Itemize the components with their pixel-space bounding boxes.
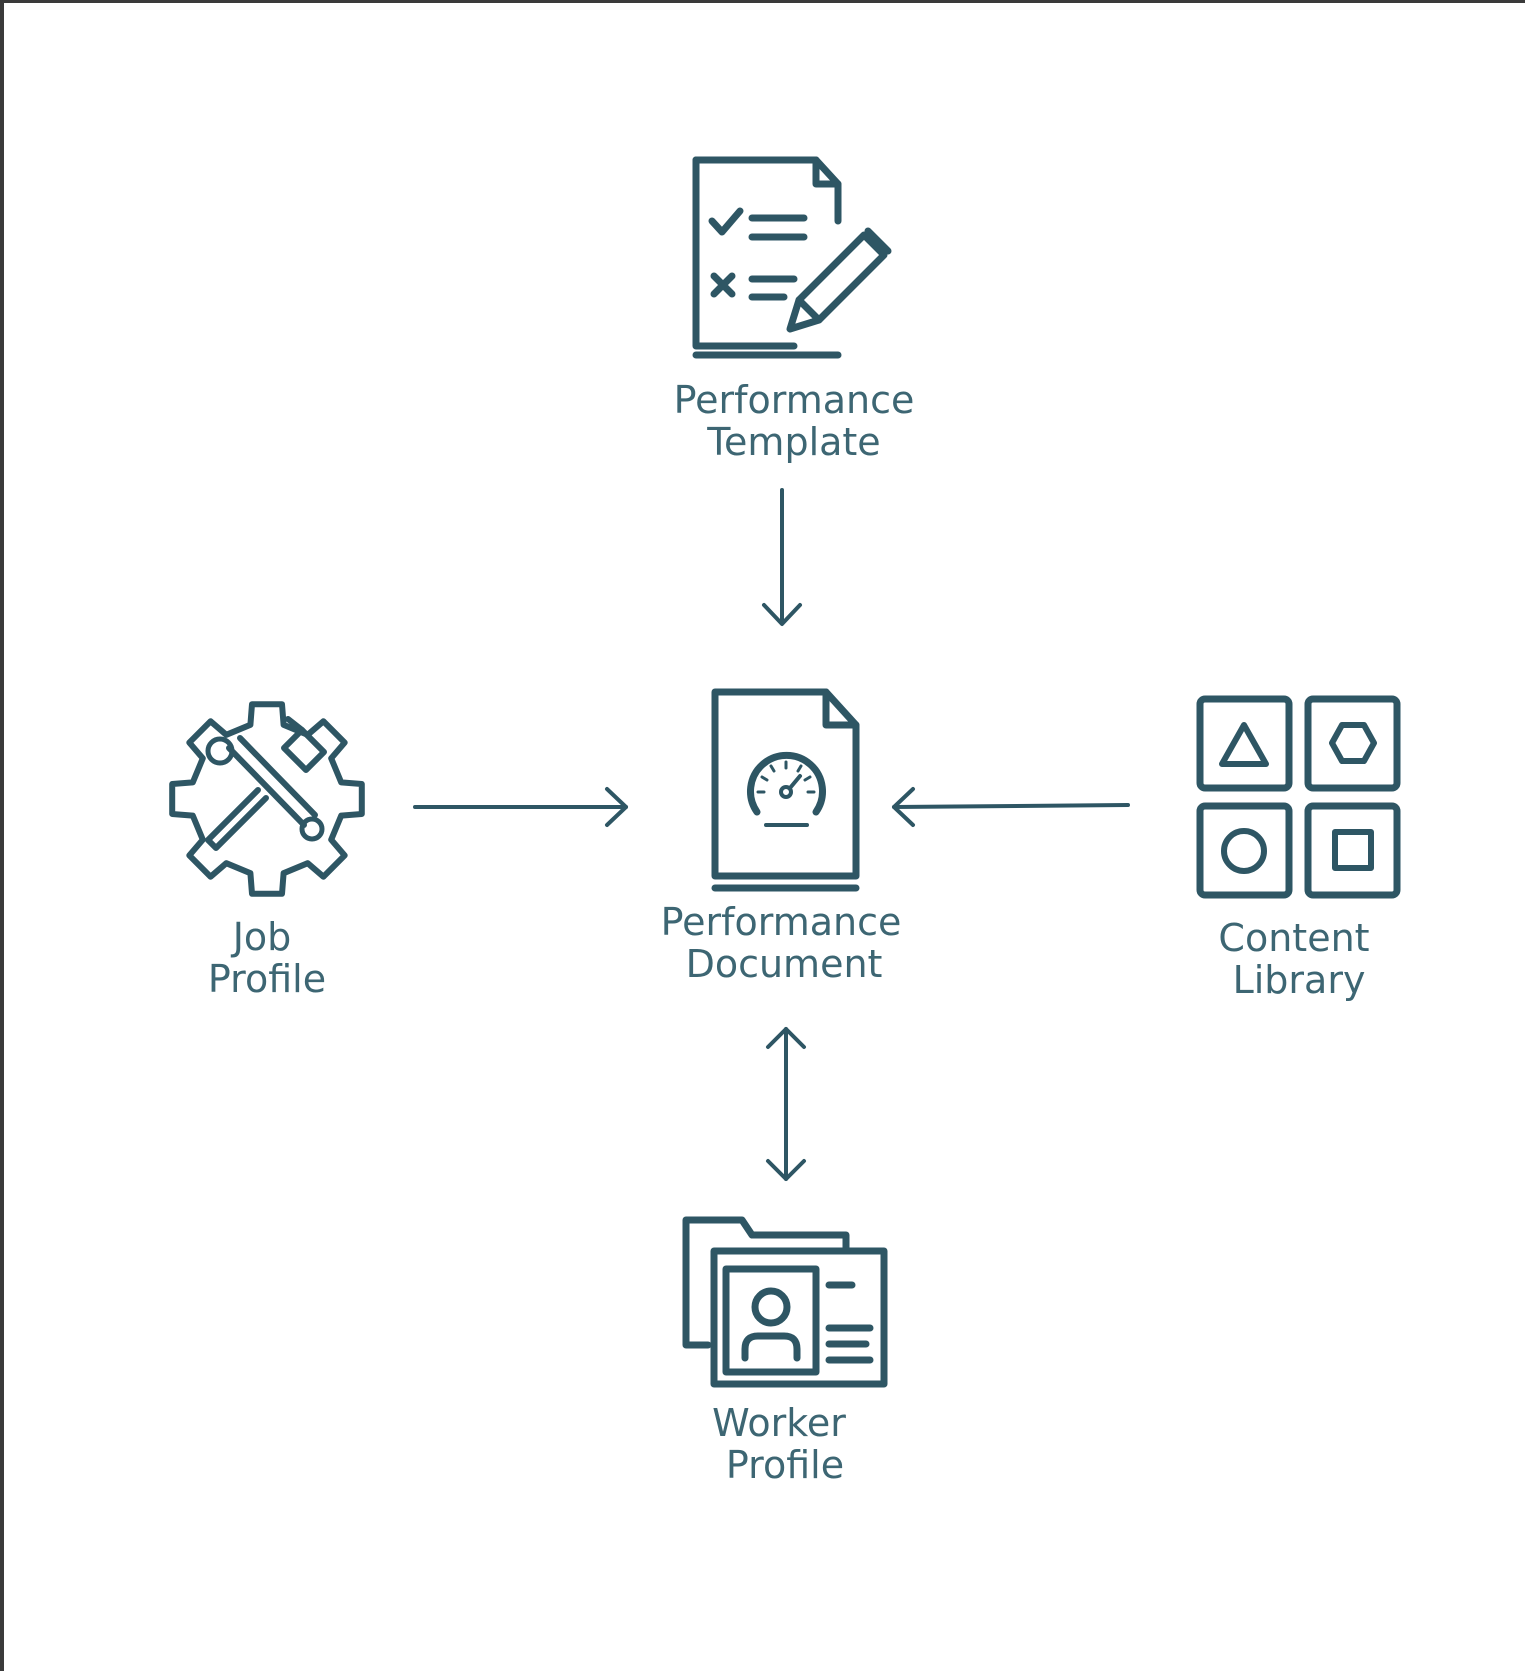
job-label-line2: Profile (208, 957, 326, 1001)
worker-label-line2: Profile (726, 1443, 844, 1487)
job-label-line1: Job (231, 915, 292, 959)
gear-tools-icon (169, 701, 365, 897)
document-gauge-icon (711, 688, 860, 892)
relationship-diagram: Performance Template Performance Documen… (169, 156, 1401, 1487)
arrow-template-to-document (762, 488, 802, 626)
arrow-content-to-document (892, 787, 1130, 827)
content-label-line1: Content (1218, 916, 1369, 960)
arrow-document-worker-bidirectional (766, 1027, 806, 1181)
shapes-grid-icon (1196, 695, 1401, 899)
template-label-line1: Performance (674, 378, 915, 422)
template-label-line2: Template (706, 420, 880, 464)
checklist-pencil-icon (692, 156, 892, 359)
arrow-job-to-document (413, 787, 628, 827)
document-label-line1: Performance (661, 900, 902, 944)
folder-id-card-icon (682, 1216, 888, 1388)
content-label-line2: Library (1233, 958, 1366, 1002)
worker-label-line1: Worker (712, 1401, 846, 1445)
document-label-line2: Document (686, 942, 883, 986)
